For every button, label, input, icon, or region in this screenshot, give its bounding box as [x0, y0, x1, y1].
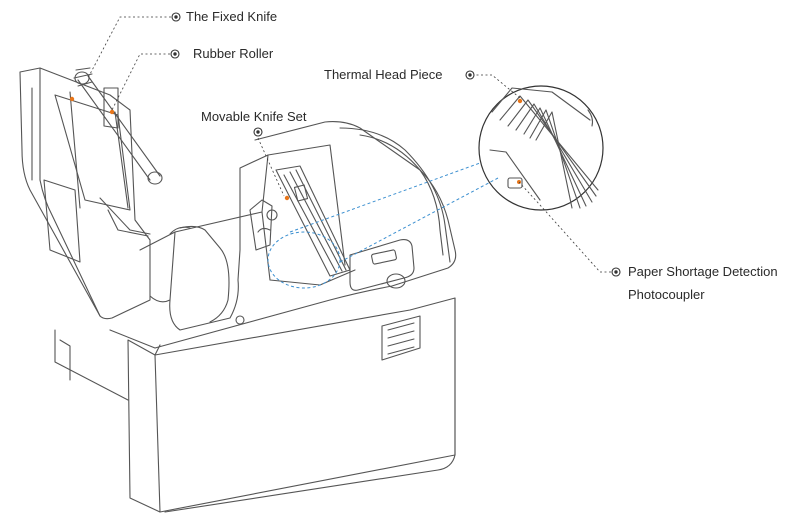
label-paper-shortage-line2: Photocoupler	[628, 287, 705, 302]
movable-knife-mechanism	[249, 165, 351, 277]
label-thermal-head-piece: Thermal Head Piece	[324, 67, 443, 82]
zoom-detail	[478, 85, 604, 211]
label-paper-shortage-line1: Paper Shortage Detection	[628, 264, 778, 279]
label-movable-knife-set: Movable Knife Set	[201, 109, 307, 124]
label-rubber-roller: Rubber Roller	[193, 46, 274, 61]
printer-body	[54, 121, 457, 513]
callout-markers	[170, 12, 621, 277]
label-fixed-knife: The Fixed Knife	[186, 9, 278, 24]
marker-rubber-roller-icon	[170, 49, 180, 59]
marker-movable-knife-icon	[253, 127, 263, 137]
printer-lid	[19, 67, 163, 320]
highlight-markers	[69, 96, 523, 201]
zoom-connector	[267, 162, 499, 289]
marker-paper-shortage-icon	[611, 267, 621, 277]
marker-fixed-knife-icon	[171, 12, 181, 22]
leader-lines	[87, 16, 611, 273]
marker-thermal-head-icon	[465, 70, 475, 80]
